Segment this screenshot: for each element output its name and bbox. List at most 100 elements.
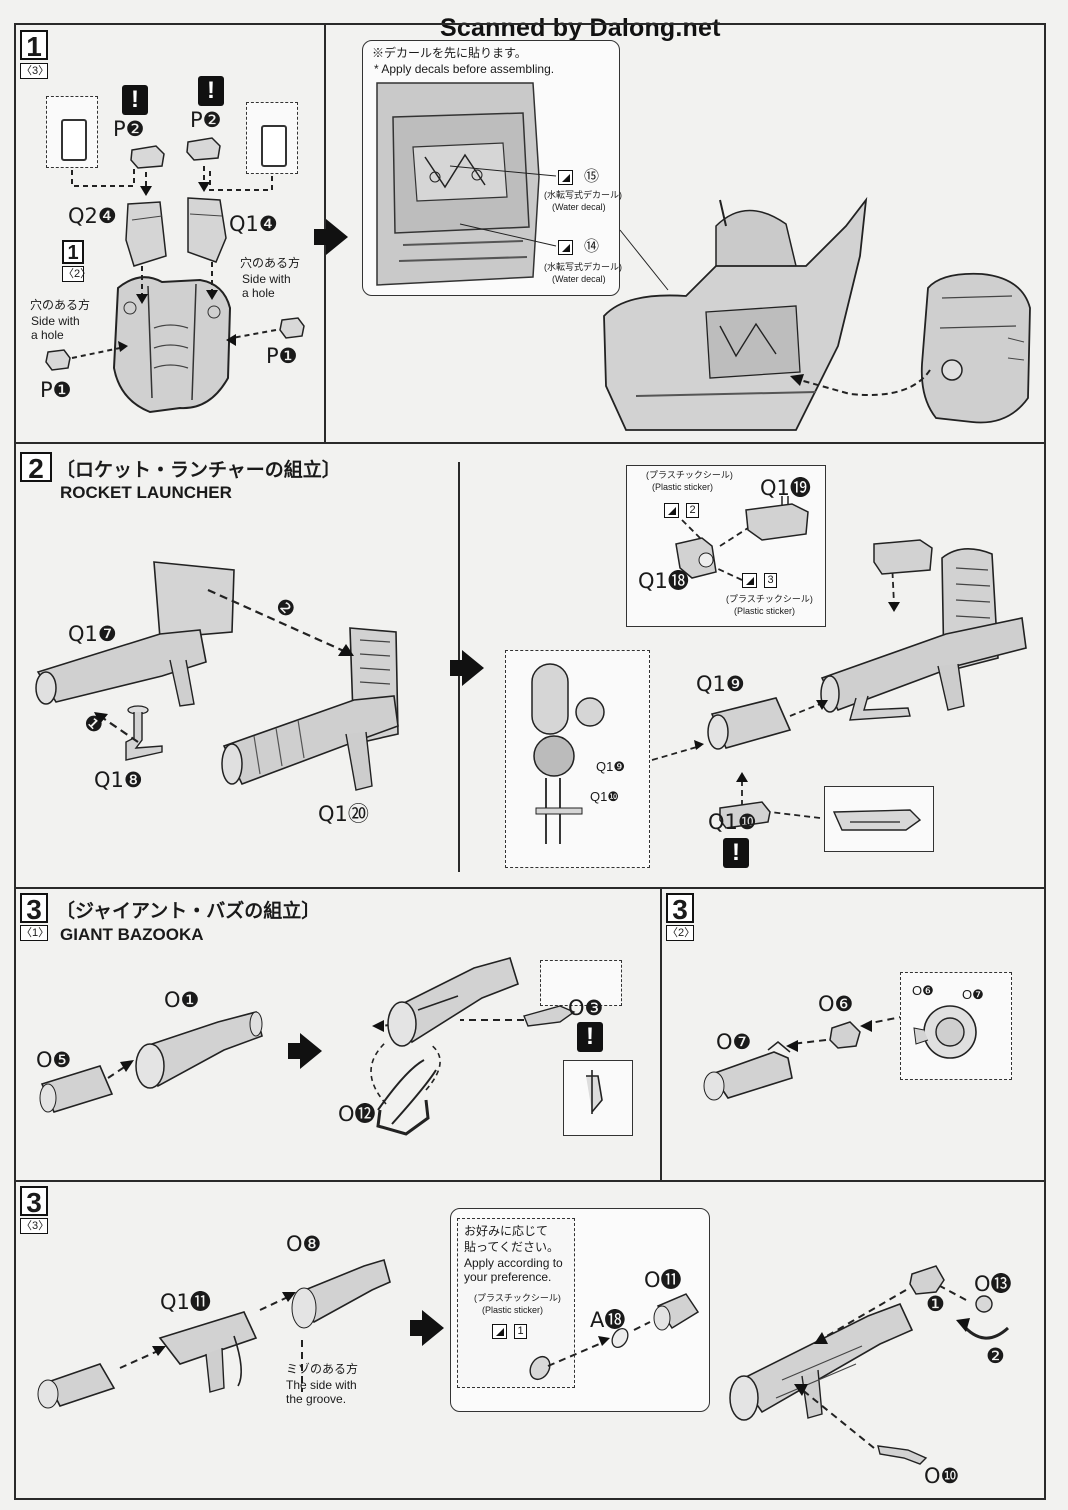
part-label: O❺ xyxy=(36,1048,72,1072)
sticker-type-en: (Plastic sticker) xyxy=(482,1305,544,1315)
part-label: Q1⓲ xyxy=(638,569,689,593)
warning-icon: ! xyxy=(577,1022,603,1052)
sticker-number: 2 xyxy=(686,503,699,518)
part-label: Q1❾ xyxy=(596,759,625,774)
decal-callout xyxy=(362,40,620,296)
sticker-type-en: (Plastic sticker) xyxy=(734,606,796,616)
step-number: 3 xyxy=(20,1186,48,1218)
part-label: O❶ xyxy=(164,988,200,1012)
part-label: O❽ xyxy=(286,1232,322,1256)
rotate-arrow-icon xyxy=(956,1318,1010,1340)
bazooka-rear-part-icon xyxy=(37,1363,116,1409)
barrel-segment-icon xyxy=(707,697,792,750)
detail-box xyxy=(540,960,622,1006)
launcher-sight-icon xyxy=(873,539,933,575)
part-label: O❸ xyxy=(568,996,604,1020)
groove-note-en: The side with xyxy=(286,1378,357,1392)
part-label: P❶ xyxy=(266,344,298,368)
step-number: 3 xyxy=(20,893,48,925)
sticker-type-en: (Plastic sticker) xyxy=(652,482,714,492)
sticker-number: 1 xyxy=(514,1324,527,1339)
step-substep: 〈3〉 xyxy=(20,63,50,79)
decal-icon xyxy=(558,240,573,255)
armor-plate-left-icon xyxy=(125,201,167,267)
divider-v3 xyxy=(660,888,662,1180)
decal-number: ⑮ xyxy=(584,168,600,185)
divider-1 xyxy=(14,442,1046,444)
step-number: 1 xyxy=(20,30,48,62)
assembly-arrows xyxy=(71,166,277,359)
sticker-type-jp: (プラスチックシール) xyxy=(646,470,733,480)
warning-icon: ! xyxy=(122,85,148,115)
muzzle-detail-icon xyxy=(913,1005,977,1059)
decal-icon xyxy=(558,170,573,185)
part-label: P❷ xyxy=(113,117,145,141)
peg-p1-right-icon xyxy=(279,317,305,339)
divider-3 xyxy=(14,1180,1046,1182)
hole-note-en: Side with xyxy=(31,314,80,328)
part-label: O⓬ xyxy=(338,1102,376,1126)
step-substep: 〈1〉 xyxy=(20,925,50,941)
tab-detail-icon xyxy=(832,809,922,831)
decal-type-jp: (水転写式デカール) xyxy=(544,262,622,272)
step2-left-arrows xyxy=(94,588,354,743)
decal-slot-right xyxy=(246,102,298,174)
order-2-icon: ❷ xyxy=(986,1344,1005,1368)
preference-note-jp: 貼ってください。 xyxy=(464,1240,560,1254)
decal-note-en: * Apply decals before assembling. xyxy=(374,62,555,76)
ref-step-number: 1 xyxy=(62,240,84,264)
bazooka-grip-icon xyxy=(158,1311,258,1393)
step-title-jp: 〔ロケット・ランチャーの組立〕 xyxy=(56,460,341,481)
page-frame xyxy=(14,23,1046,1500)
peg-p2-left-icon xyxy=(130,145,165,169)
decal-type-en: (Water decal) xyxy=(552,202,606,212)
shoulder-part-icon xyxy=(920,272,1031,424)
step-substep: 〈2〉 xyxy=(666,925,696,941)
part-label: P❷ xyxy=(190,108,222,132)
decal-leader-lines xyxy=(449,165,669,291)
preference-note-en: Apply according to xyxy=(464,1256,563,1270)
step2-right-arrows xyxy=(651,700,828,819)
warning-icon: ! xyxy=(198,76,224,106)
launcher-assembled-icon xyxy=(221,627,399,791)
bazooka-front-icon xyxy=(703,1041,793,1101)
clip-part-icon xyxy=(523,1005,576,1027)
watermark: Scanned by Dalong.net xyxy=(440,14,721,42)
bazooka-mid-tube-icon xyxy=(291,1258,391,1329)
hole-note-jp: 穴のある方 xyxy=(30,298,91,312)
sticker-number: 3 xyxy=(764,573,777,588)
part-label: Q1⓳ xyxy=(760,476,811,500)
part-label: A⓲ xyxy=(590,1308,626,1332)
part-label: Q1❼ xyxy=(68,622,117,646)
sticker-callout xyxy=(626,465,826,627)
groove-note-jp: ミゾのある方 xyxy=(286,1362,359,1376)
decal-number: ⑭ xyxy=(584,238,600,255)
sticker-icon xyxy=(492,1324,507,1339)
launcher-full-icon xyxy=(820,548,1027,721)
sticker-type-jp: (プラスチックシール) xyxy=(726,594,813,604)
bazooka-rear-assembled-icon xyxy=(387,957,519,1047)
decal-type-jp: (水転写式デカール) xyxy=(544,190,622,200)
preference-note-en: your preference. xyxy=(464,1270,552,1284)
part-label: O⓭ xyxy=(974,1272,1012,1296)
bazooka-lever-icon xyxy=(877,1445,928,1465)
launcher-left-half-icon xyxy=(35,561,235,707)
mobile-suit-upper-body-icon xyxy=(603,196,868,431)
step-number: 3 xyxy=(666,893,694,925)
order-1-icon: ❶ xyxy=(926,1292,945,1316)
shoulder-attach-arrow xyxy=(790,369,931,396)
part-label: Q1❿ xyxy=(590,789,619,804)
divider-2 xyxy=(14,887,1046,889)
step-number: 2 xyxy=(20,452,52,484)
step-substep: 〈3〉 xyxy=(20,1218,50,1234)
peg-p1-left-icon xyxy=(45,349,71,371)
part-label: Q1⓫ xyxy=(160,1290,211,1314)
cross-section-box xyxy=(505,650,650,868)
next-arrow-icon xyxy=(288,1033,322,1069)
clip-detail-icon xyxy=(586,1070,603,1114)
hole-note-en: a hole xyxy=(242,286,275,300)
next-arrow-icon xyxy=(410,1310,444,1346)
part-label: O⓫ xyxy=(644,1268,682,1292)
armor-plate-right-icon xyxy=(187,197,227,263)
